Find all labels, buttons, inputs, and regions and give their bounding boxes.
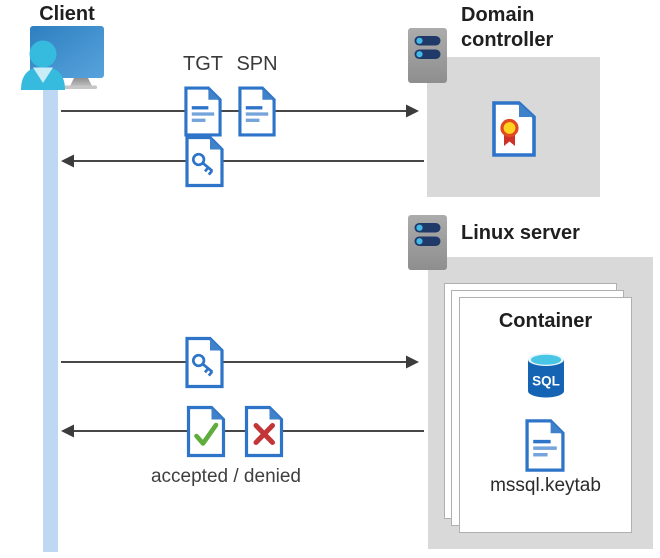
- spn-document-icon: [238, 86, 276, 137]
- accepted-denied-label: accepted / denied: [150, 466, 301, 487]
- domain-controller-label-line2: controller: [461, 29, 554, 51]
- sql-badge-label: SQL: [532, 374, 560, 389]
- service-key-document-icon: [185, 336, 224, 389]
- domain-controller-label: Domain controller: [461, 3, 553, 53]
- arrow-ticket-response: [61, 154, 424, 168]
- domain-controller-label-line1: Domain: [461, 4, 535, 26]
- tgt-label: TGT: [183, 53, 223, 75]
- client-lifeline: [43, 86, 58, 552]
- arrow-service-request: [61, 355, 419, 369]
- denied-x-document-icon: [244, 405, 284, 458]
- spn-label: SPN: [236, 53, 278, 75]
- linux-server-icon: [408, 215, 447, 270]
- linux-server-label: Linux server: [461, 222, 580, 244]
- accepted-check-document-icon: [186, 405, 226, 458]
- key-document-icon: [185, 135, 224, 188]
- domain-controller-server-icon: [408, 28, 447, 83]
- keytab-filename-label: mssql.keytab: [490, 475, 601, 496]
- client-label: Client: [39, 3, 95, 25]
- tgt-document-icon: [184, 86, 222, 137]
- client-user-computer-icon: [21, 26, 104, 90]
- arrow-tgt-spn-request: [61, 104, 419, 118]
- certificate-document-icon: [492, 101, 536, 157]
- keytab-document-icon: [525, 419, 565, 472]
- container-card: [459, 297, 632, 533]
- person-icon: [21, 40, 65, 90]
- container-title: Container: [498, 310, 593, 332]
- sql-database-icon: SQL: [528, 353, 564, 398]
